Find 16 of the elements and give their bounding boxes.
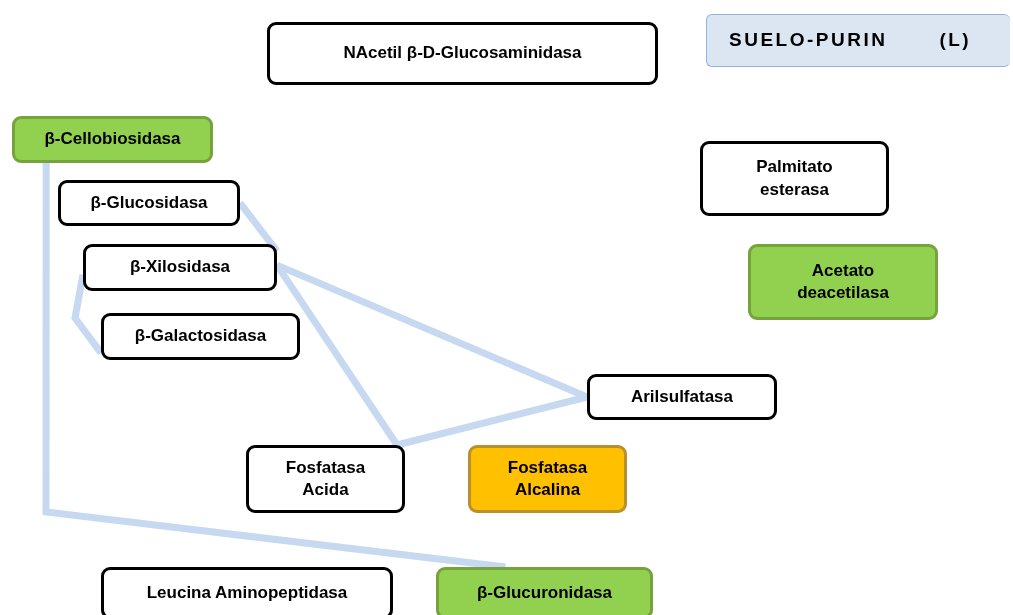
header-text: SUELO-PURIN — [729, 28, 888, 53]
enzyme-box: β-Glucosidasa — [58, 180, 240, 226]
enzyme-box: Acetato deacetilasa — [748, 244, 938, 320]
enzyme-box: NAcetil β-D-Glucosaminidasa — [267, 22, 658, 85]
enzyme-box: Palmitato esterasa — [700, 141, 889, 216]
enzyme-box: Arilsulfatasa — [587, 374, 777, 420]
enzyme-box: β-Glucuronidasa — [436, 567, 653, 615]
enzyme-box: Fosfatasa Acida — [246, 445, 405, 513]
connector-line — [396, 393, 588, 449]
enzyme-box: β-Xilosidasa — [83, 244, 277, 291]
enzyme-box: β-Cellobiosidasa — [12, 116, 213, 163]
enzyme-box: Fosfatasa Alcalina — [468, 445, 627, 513]
enzyme-box: Leucina Aminopeptidasa — [101, 567, 393, 615]
header-box — [706, 14, 1010, 67]
enzyme-box: β-Galactosidasa — [101, 313, 300, 360]
header-text: (L) — [939, 28, 972, 53]
